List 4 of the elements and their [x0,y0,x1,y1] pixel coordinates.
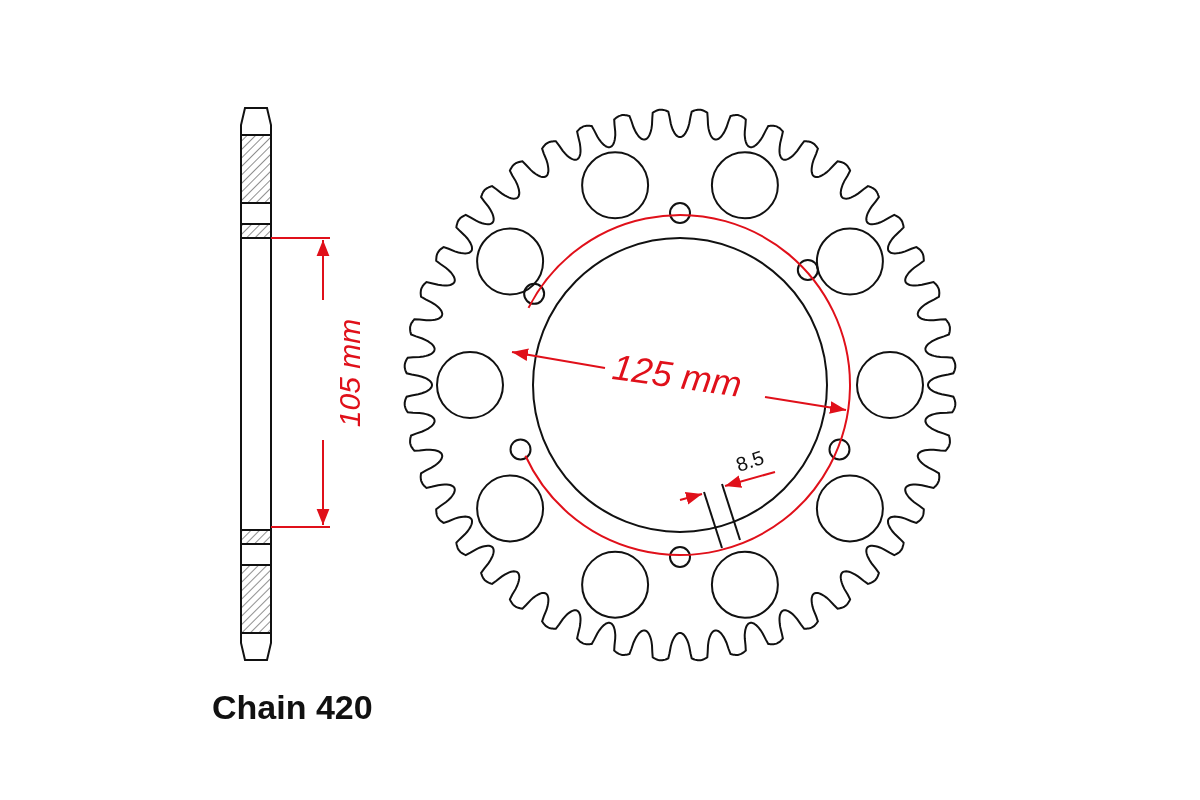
chain-size-label: Chain 420 [212,690,373,724]
dimension-label: 125 mm [610,349,744,403]
dimension-label: 8.5 [733,447,767,475]
dimension-label: 105 mm [335,318,366,428]
